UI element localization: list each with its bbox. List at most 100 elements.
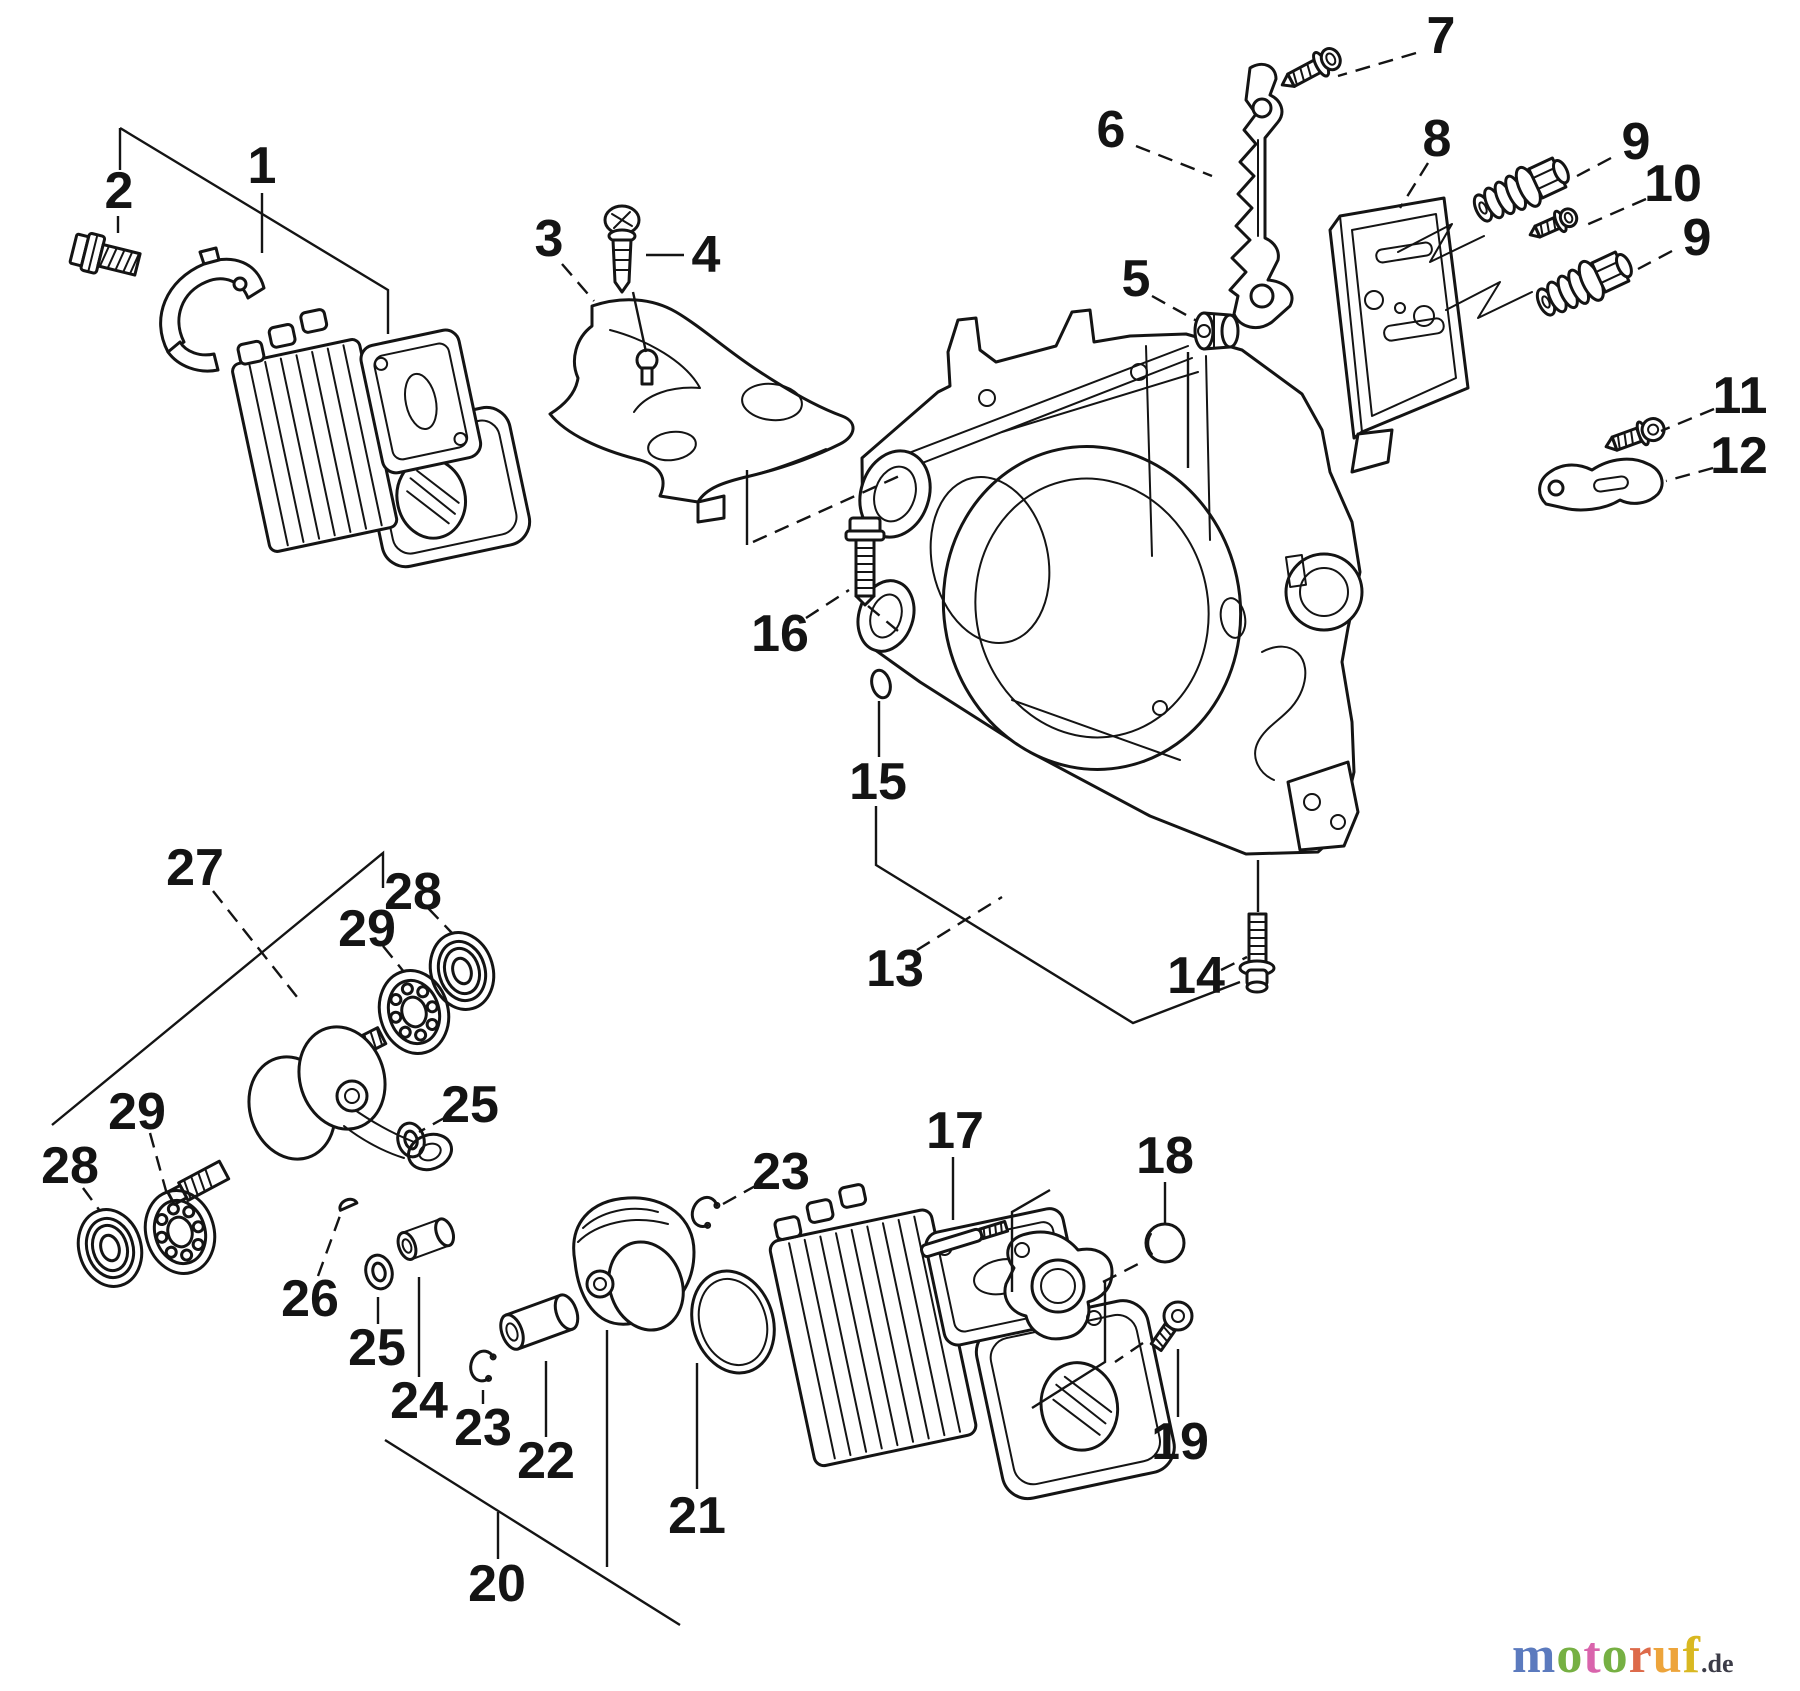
callout-10: 10 (1644, 155, 1702, 213)
callout-19: 19 (1151, 1413, 1209, 1471)
leader-line-10 (1583, 197, 1647, 228)
woodruff-key-26 (338, 1197, 359, 1212)
leader-line-26 (316, 1212, 343, 1277)
callout-29: 29 (108, 1083, 166, 1141)
bracket-line (1114, 1342, 1144, 1363)
bracket-line (119, 126, 390, 334)
callout-13: 13 (866, 940, 924, 998)
cylinder-muffler-assembly-left (231, 308, 532, 569)
bushing-24 (396, 1217, 456, 1261)
bracket-line (51, 850, 385, 1126)
callout-2: 2 (105, 162, 134, 220)
bracket-lines-layer (51, 126, 1260, 1627)
leader-line-9 (1576, 156, 1612, 178)
bracket-line (1010, 1188, 1051, 1292)
callout-15: 15 (849, 753, 907, 811)
intake-flange (1003, 1230, 1114, 1341)
leader-line-28 (427, 907, 453, 934)
leader-line-23 (722, 1183, 758, 1206)
washer-25-left (360, 1250, 398, 1294)
muffler-clamp (159, 246, 266, 373)
leader-line-29 (382, 945, 405, 973)
callout-4: 4 (692, 226, 721, 284)
screw-11 (1604, 417, 1666, 452)
callout-23: 23 (752, 1143, 810, 1201)
bumper-spike-6 (1228, 63, 1294, 330)
screw-7 (1280, 47, 1342, 88)
leader-line-3 (561, 263, 595, 302)
bracket-line (752, 471, 907, 544)
screw-19 (1149, 1300, 1194, 1353)
plug-5 (1193, 311, 1240, 351)
callout-9: 9 (1622, 113, 1651, 171)
bracket-line (1031, 1280, 1107, 1410)
callout-28: 28 (41, 1137, 99, 1195)
callout-21: 21 (668, 1487, 726, 1545)
callout-29: 29 (338, 900, 396, 958)
wrist-pin-22 (499, 1293, 580, 1351)
callout-6: 6 (1097, 101, 1126, 159)
lever-12 (1538, 457, 1664, 512)
callout-12: 12 (1710, 427, 1768, 485)
crankshaft (166, 1025, 453, 1206)
watermark-letter: u (1652, 1627, 1683, 1684)
grommet-15 (870, 668, 892, 700)
callout-26: 26 (281, 1270, 339, 1328)
leader-line-6 (1135, 144, 1213, 178)
leader-line-29 (148, 1132, 170, 1199)
plug-18 (1144, 1222, 1186, 1264)
callout-11: 11 (1713, 367, 1768, 425)
callout-9: 9 (1683, 209, 1712, 267)
bracket-line (1102, 1260, 1143, 1284)
watermark-letter: t (1583, 1627, 1602, 1684)
bracket-line (384, 1438, 681, 1627)
leader-line-14 (1220, 955, 1248, 972)
callout-23: 23 (454, 1399, 512, 1457)
callout-28: 28 (384, 863, 442, 921)
leader-line-9 (1637, 249, 1673, 271)
callout-7: 7 (1427, 7, 1456, 65)
hose-fitting-9-upper (1472, 156, 1570, 223)
watermark-letter: m (1512, 1627, 1557, 1684)
watermark-letter: f (1682, 1627, 1701, 1684)
watermark-letter: o (1601, 1627, 1629, 1684)
callout-1: 1 (248, 137, 277, 195)
watermark-suffix: .de (1701, 1649, 1734, 1678)
callout-14: 14 (1167, 947, 1225, 1005)
callout-20: 20 (468, 1555, 526, 1613)
leader-line-16 (805, 588, 850, 620)
crankcase-housing (856, 308, 1364, 856)
circlip-23-left (469, 1349, 497, 1383)
callout-27: 27 (166, 839, 224, 897)
callout-3: 3 (535, 210, 564, 268)
callout-8: 8 (1423, 110, 1452, 168)
watermark: motoruf.de (1512, 1630, 1734, 1690)
leader-line-25 (418, 1115, 447, 1134)
leader-line-8 (1398, 162, 1430, 209)
leader-line-28 (82, 1187, 101, 1212)
bolt-14 (1238, 912, 1276, 994)
circlip-23-right (690, 1195, 721, 1229)
cylinder-muffler-assembly-bottom (768, 1183, 1176, 1501)
leader-line-7 (1337, 51, 1417, 78)
bracket-line (874, 806, 1241, 1025)
callout-18: 18 (1136, 1127, 1194, 1185)
watermark-letter: o (1556, 1627, 1584, 1684)
leader-line-5 (1151, 294, 1198, 323)
screw-4 (603, 204, 641, 294)
callout-24: 24 (390, 1372, 448, 1430)
hose-fitting-9-lower (1535, 250, 1633, 317)
callout-16: 16 (751, 605, 809, 663)
bracket-line (867, 605, 905, 637)
bolt-2 (68, 232, 142, 277)
stud-17 (919, 1219, 1010, 1258)
leader-line-12 (1665, 466, 1714, 483)
callout-17: 17 (926, 1102, 984, 1160)
callout-25: 25 (441, 1076, 499, 1134)
cover-plate-3 (548, 298, 855, 524)
leader-line-13 (916, 895, 1003, 952)
side-plate-8 (1328, 196, 1533, 474)
